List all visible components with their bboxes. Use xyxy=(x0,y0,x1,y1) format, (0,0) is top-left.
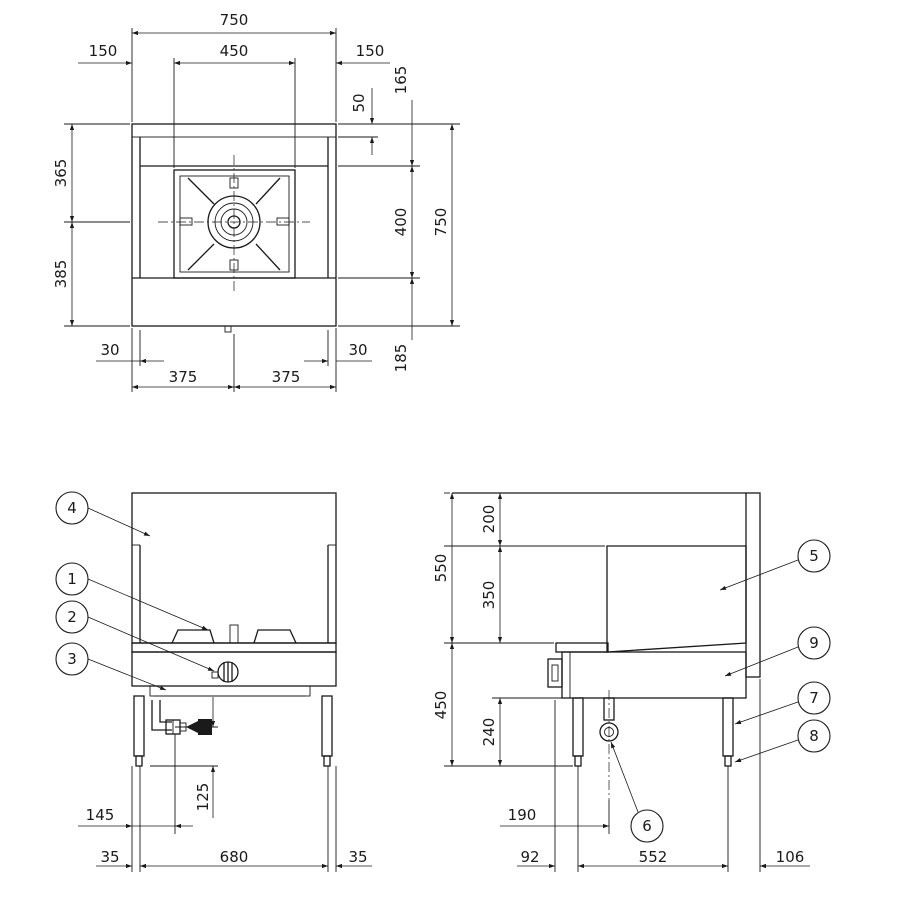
svg-text:8: 8 xyxy=(809,727,819,745)
part-label-4: 4 xyxy=(55,491,89,525)
svg-text:9: 9 xyxy=(809,634,819,652)
dim-145-gas-offset: 145 xyxy=(86,806,115,824)
dim-400-grate: 400 xyxy=(392,208,410,237)
gas-pipe-side xyxy=(599,690,619,800)
gas-knob xyxy=(211,661,239,683)
dim-680-leg-span: 680 xyxy=(220,848,249,866)
front-view: 125 145 35 680 35 4 1 2 3 xyxy=(55,491,372,872)
svg-text:4: 4 xyxy=(67,499,77,517)
dim-365-front: 365 xyxy=(52,159,70,188)
dim-30-right: 30 xyxy=(348,341,367,359)
svg-text:1: 1 xyxy=(67,570,77,588)
burner-grate xyxy=(173,169,296,279)
svg-text:7: 7 xyxy=(809,689,819,707)
dim-375-right: 375 xyxy=(272,368,301,386)
dim-150-right: 150 xyxy=(356,42,385,60)
dim-350-guard-mid: 350 xyxy=(480,581,498,610)
part-label-1: 1 xyxy=(55,562,89,596)
top-grate-front xyxy=(171,624,297,644)
side-view: 550 200 350 450 240 190 92 552 106 5 9 7… xyxy=(432,492,831,872)
dim-185-bottom: 185 xyxy=(392,344,410,373)
dim-450-lower: 450 xyxy=(432,691,450,720)
part-label-8: 8 xyxy=(797,719,831,753)
part-label-9: 9 xyxy=(797,626,831,660)
dim-125-gas-height: 125 xyxy=(194,783,212,812)
dim-750-width: 750 xyxy=(220,11,249,29)
dim-35-right: 35 xyxy=(348,848,367,866)
dim-200-guard-top: 200 xyxy=(480,505,498,534)
dim-165-top: 165 xyxy=(392,66,410,95)
dim-552-leg-span: 552 xyxy=(639,848,668,866)
svg-text:6: 6 xyxy=(642,817,652,835)
part-label-3: 3 xyxy=(55,642,89,676)
front-legs xyxy=(133,695,333,767)
dim-35-left: 35 xyxy=(100,848,119,866)
part-label-7: 7 xyxy=(797,681,831,715)
svg-text:2: 2 xyxy=(67,608,77,626)
top-view: 750 450 150 150 365 385 50 165 400 185 7… xyxy=(52,11,460,392)
part-label-5: 5 xyxy=(797,539,831,573)
svg-text:5: 5 xyxy=(809,547,819,565)
dim-385-back: 385 xyxy=(52,260,70,289)
dim-550-upper: 550 xyxy=(432,554,450,583)
dim-50-step: 50 xyxy=(350,93,368,112)
dim-750-depth: 750 xyxy=(432,208,450,237)
dim-450-grate: 450 xyxy=(220,42,249,60)
control-panel xyxy=(547,642,747,699)
dim-106-rear: 106 xyxy=(776,848,805,866)
gas-inlet xyxy=(151,700,212,735)
part-label-2: 2 xyxy=(55,600,89,634)
svg-text:3: 3 xyxy=(67,650,77,668)
dim-375-left: 375 xyxy=(169,368,198,386)
part-label-6: 6 xyxy=(630,809,664,843)
dim-92-front: 92 xyxy=(520,848,539,866)
dim-190-pipe-offset: 190 xyxy=(508,806,537,824)
side-legs xyxy=(572,697,734,767)
dim-30-left: 30 xyxy=(100,341,119,359)
dim-150-left: 150 xyxy=(89,42,118,60)
dim-240-pipe: 240 xyxy=(480,718,498,747)
